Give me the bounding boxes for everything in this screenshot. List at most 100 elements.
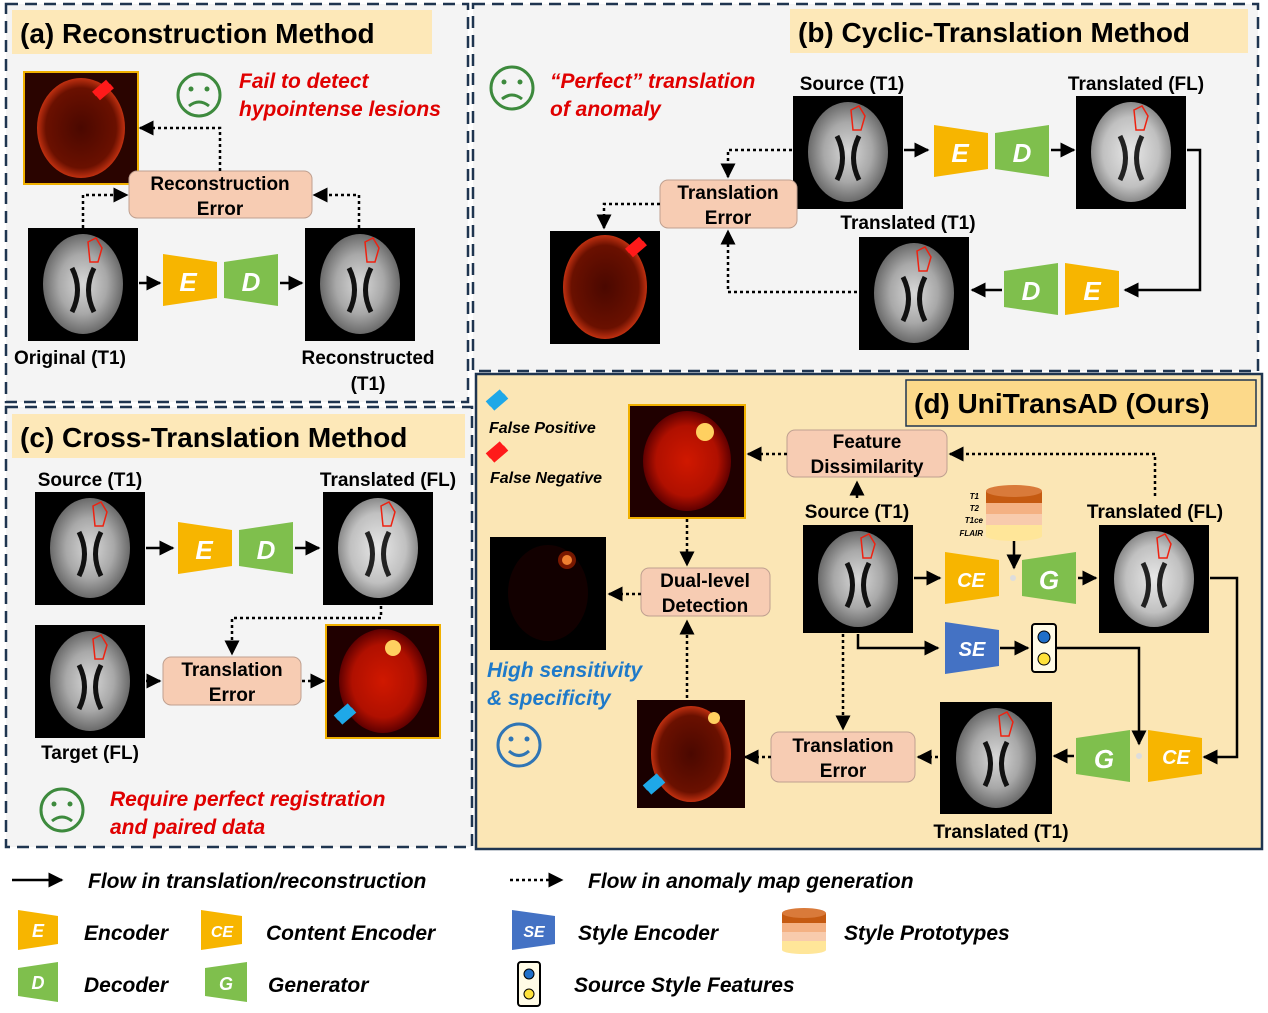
panel-c-title-bg bbox=[12, 414, 465, 458]
translated-t1-image bbox=[859, 237, 969, 350]
perfect-translation-line2: of anomaly bbox=[550, 98, 662, 121]
panel-b-title: (b) Cyclic-Translation Method bbox=[798, 17, 1190, 48]
se-label: SE bbox=[959, 639, 986, 661]
red-arrow-icon bbox=[625, 236, 647, 258]
panel-d: (d) UniTransAD (Ours) False Positive Fal… bbox=[474, 372, 1264, 851]
ce-label: CE bbox=[1162, 747, 1190, 769]
translation-error-line1: Translation bbox=[792, 736, 893, 757]
dual-level-detection-box bbox=[640, 567, 771, 617]
decoder-block bbox=[239, 522, 293, 574]
sad-face-icon bbox=[176, 72, 222, 118]
blue-arrow-icon bbox=[333, 703, 357, 725]
recon-error-line1: Reconstruction bbox=[150, 174, 289, 195]
g-label: G bbox=[1094, 744, 1114, 774]
feature-heatmap bbox=[628, 404, 746, 519]
proto-t1: T1 bbox=[970, 492, 980, 501]
generator-block bbox=[1076, 730, 1130, 782]
legend-solid: Flow in translation/reconstruction bbox=[88, 870, 426, 893]
legend-encoder: Encoder bbox=[84, 922, 170, 945]
proto-flair: FLAIR bbox=[959, 529, 983, 538]
translated-fl-image bbox=[1099, 525, 1209, 633]
panel-a: (a) Reconstruction Method Fail to detect… bbox=[4, 2, 470, 404]
legend-source-style: Source Style Features bbox=[574, 974, 795, 997]
legend-se-label: SE bbox=[523, 924, 546, 941]
feature-dissimilarity-line2: Dissimilarity bbox=[811, 457, 924, 478]
decoder-label: D bbox=[1013, 138, 1032, 168]
legend: Flow in translation/reconstruction Flow … bbox=[12, 870, 1010, 1007]
panel-d-title-bg bbox=[905, 379, 1257, 427]
sad-face-icon bbox=[489, 65, 535, 111]
encoder-block bbox=[1065, 263, 1119, 315]
false-negative-label: False Negative bbox=[490, 470, 602, 487]
panel-a-error-map bbox=[23, 71, 139, 185]
label-source-t1: Source (T1) bbox=[800, 74, 905, 95]
proto-t1ce: T1ce bbox=[965, 516, 984, 525]
legend-style-encoder: Style Encoder bbox=[578, 922, 720, 945]
panel-b-title-bg bbox=[790, 9, 1248, 53]
legend-dotted: Flow in anomaly map generation bbox=[588, 870, 914, 893]
translation-error-line1: Translation bbox=[181, 660, 282, 681]
label-translated-fl: Translated (FL) bbox=[1068, 74, 1204, 95]
original-t1-image bbox=[28, 228, 138, 341]
label-translated-t1: Translated (T1) bbox=[933, 822, 1068, 843]
label-source-t1: Source (T1) bbox=[805, 502, 910, 523]
legend-e-label: E bbox=[32, 921, 45, 941]
label-translated-t1: Translated (T1) bbox=[840, 213, 975, 234]
translated-fl-image bbox=[1076, 96, 1186, 209]
perfect-translation-line1: “Perfect” translation bbox=[550, 70, 755, 93]
high-sensitivity-line2: & specificity bbox=[487, 687, 612, 710]
legend-g-label: G bbox=[219, 974, 233, 994]
legend-style-prototypes: Style Prototypes bbox=[844, 922, 1010, 945]
panel-a-title-bg bbox=[12, 10, 432, 54]
legend-generator: Generator bbox=[268, 974, 370, 997]
ce-label: CE bbox=[957, 570, 985, 592]
false-positive-label: False Positive bbox=[489, 420, 596, 437]
content-encoder-block bbox=[1148, 730, 1202, 782]
legend-decoder: Decoder bbox=[84, 974, 170, 997]
encoder-label: E bbox=[951, 138, 969, 168]
style-encoder-icon bbox=[512, 910, 555, 950]
label-reconstructed-line1: Reconstructed bbox=[301, 348, 434, 369]
panel-b: (b) Cyclic-Translation Method “Perfect” … bbox=[471, 2, 1260, 373]
encoder-block bbox=[934, 125, 988, 177]
style-encoder-block bbox=[945, 622, 999, 674]
reconstructed-t1-image bbox=[305, 228, 415, 341]
proto-t2: T2 bbox=[970, 504, 980, 513]
translated-t1-image bbox=[940, 702, 1052, 814]
panel-c-title: (c) Cross-Translation Method bbox=[20, 422, 407, 453]
decoder-label: D bbox=[242, 267, 261, 297]
decoder-block bbox=[224, 254, 278, 306]
translation-error-line1: Translation bbox=[677, 183, 778, 204]
translation-error-box bbox=[162, 656, 302, 706]
panel-d-title: (d) UniTransAD (Ours) bbox=[914, 388, 1210, 419]
fail-text-line1: Fail to detect bbox=[239, 70, 370, 93]
high-sensitivity-line1: High sensitivity bbox=[487, 659, 644, 682]
fail-text-line2: hypointense lesions bbox=[239, 98, 441, 121]
encoder-label: E bbox=[179, 267, 197, 297]
decoder-label: D bbox=[1022, 276, 1041, 306]
translation-error-line2: Error bbox=[820, 761, 867, 782]
style-prototypes-icon bbox=[782, 908, 826, 954]
registration-note-line2: and paired data bbox=[110, 816, 266, 839]
panel-a-title: (a) Reconstruction Method bbox=[20, 18, 375, 49]
translation-error-map bbox=[637, 700, 745, 808]
content-encoder-block bbox=[945, 552, 999, 604]
label-source-t1: Source (T1) bbox=[38, 470, 143, 491]
blue-arrow-icon bbox=[642, 773, 666, 795]
legend-ce-label: CE bbox=[211, 924, 235, 941]
final-anomaly-map bbox=[490, 537, 606, 650]
encoder-label: E bbox=[195, 535, 213, 565]
panel-c: (c) Cross-Translation Method Source (T1)… bbox=[4, 405, 474, 849]
blue-arrow-icon bbox=[485, 389, 509, 411]
g-label: G bbox=[1039, 565, 1059, 595]
cyclic-error-map bbox=[550, 231, 660, 344]
source-t1-image bbox=[803, 525, 913, 633]
decoder-label: D bbox=[257, 535, 276, 565]
source-t1-image bbox=[35, 492, 145, 605]
cross-error-map bbox=[325, 624, 441, 739]
label-reconstructed-line2: (T1) bbox=[351, 374, 386, 395]
encoder-icon bbox=[18, 910, 58, 950]
source-style-features-icon bbox=[1031, 623, 1057, 673]
red-arrow-icon bbox=[485, 441, 509, 463]
happy-face-icon bbox=[496, 722, 542, 768]
